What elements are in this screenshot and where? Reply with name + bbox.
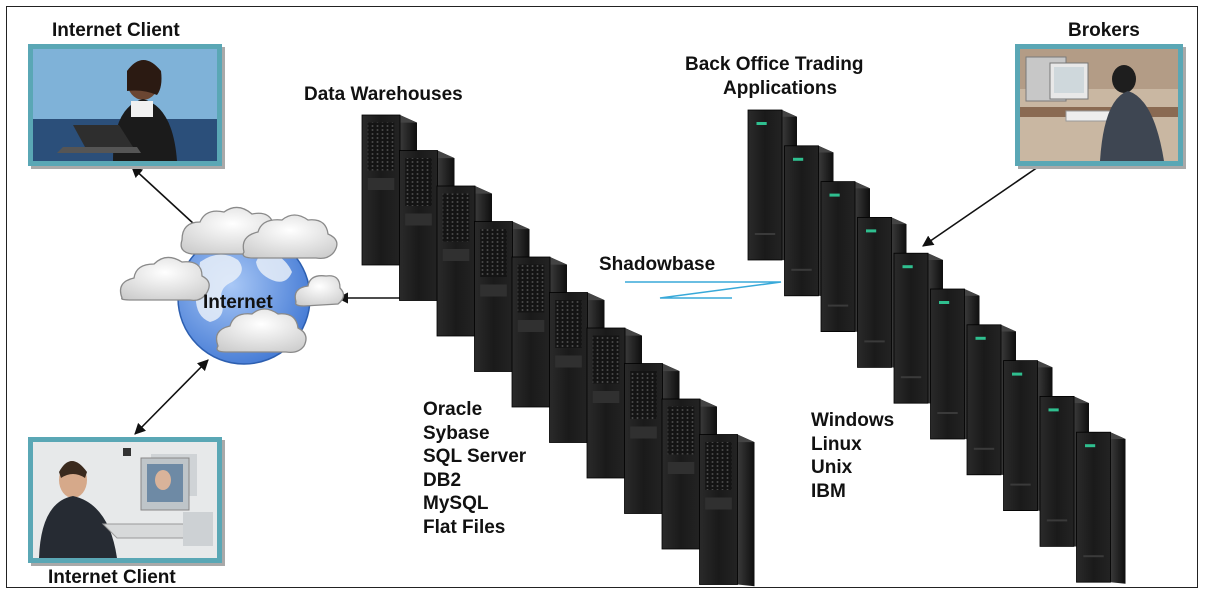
- internet-client-bottom-label: Internet Client: [48, 567, 176, 588]
- database-item: MySQL: [423, 493, 489, 514]
- server-tower-icon: [699, 434, 755, 587]
- back-office-servers: [747, 109, 1126, 584]
- internet-label: Internet: [203, 292, 273, 313]
- arrow-client-bottom-internet: [134, 359, 209, 435]
- platform-item: Windows: [811, 410, 895, 431]
- platform-item: Linux: [811, 433, 862, 455]
- platform-list: Windows Linux Unix IBM: [811, 409, 894, 503]
- cloud-icon: [242, 214, 338, 260]
- shadowbase-replication-line: [625, 281, 782, 299]
- server-tower-icon: [399, 150, 455, 303]
- internet-client-top-label: Internet Client: [52, 20, 180, 41]
- brokers-label: Brokers: [1068, 20, 1140, 41]
- internet-client-bottom-photo: [28, 437, 222, 563]
- database-item: Oracle: [423, 399, 483, 420]
- back-office-label-line2: Applications: [723, 78, 838, 99]
- database-item: DB2: [423, 469, 462, 491]
- server-tower-icon: [1076, 431, 1126, 584]
- platform-item: IBM: [811, 480, 846, 502]
- arrow-brokers-backoffice: [922, 166, 1039, 247]
- shadowbase-label: Shadowbase: [599, 254, 716, 275]
- data-warehouse-servers: [361, 114, 755, 587]
- cloud-icon: [119, 256, 210, 302]
- brokers-photo: [1015, 44, 1183, 166]
- database-item: Sybase: [423, 422, 490, 444]
- back-office-label-line1: Back Office Trading: [685, 54, 864, 75]
- cloud-icon: [215, 308, 307, 354]
- database-item: SQL Server: [423, 446, 527, 467]
- internet-client-top-photo: [28, 44, 222, 166]
- platform-item: Unix: [811, 457, 853, 478]
- data-warehouses-label: Data Warehouses: [304, 84, 463, 105]
- cloud-icon: [294, 275, 345, 307]
- database-item: Flat Files: [423, 516, 506, 538]
- database-list: Oracle Sybase SQL Server DB2 MySQL Flat …: [423, 398, 526, 539]
- server-tower-icon: [474, 221, 530, 374]
